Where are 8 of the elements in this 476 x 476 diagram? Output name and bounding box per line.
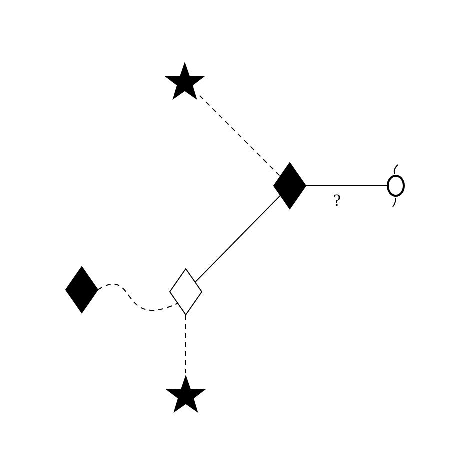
- diamond-symbol: [170, 269, 202, 315]
- dashed-connector: [199, 95, 282, 178]
- diamond-symbol: [274, 163, 306, 209]
- star-symbol: [165, 374, 207, 414]
- diamond-symbol: [66, 267, 98, 313]
- connector-line: [194, 195, 282, 283]
- star-symbol: [164, 61, 206, 101]
- dashed-connector: [98, 284, 178, 311]
